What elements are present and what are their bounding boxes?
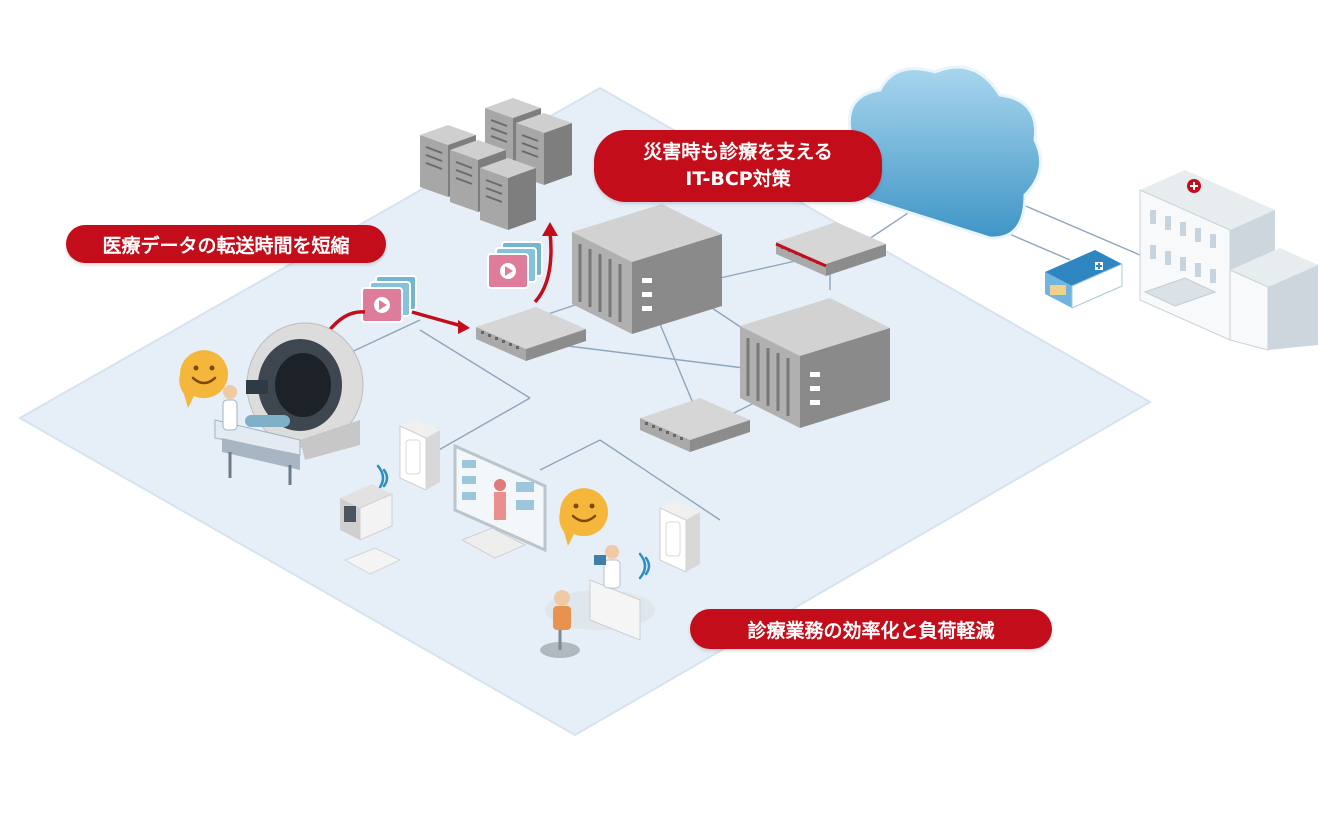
wifi-access-point-icon xyxy=(399,417,441,491)
it-bcp-text-line2: IT-BCP対策 xyxy=(685,168,791,190)
efficiency-label: 診療業務の効率化と負荷軽減 xyxy=(690,609,1052,649)
clinic-icon xyxy=(1045,250,1123,309)
wifi-access-point-icon-2 xyxy=(659,499,701,573)
video-file-icon-2 xyxy=(487,241,543,289)
transfer-time-text: 医療データの転送時間を短縮 xyxy=(102,234,350,257)
video-file-icon xyxy=(361,275,417,323)
hospital-icon xyxy=(1139,170,1318,351)
cloud-icon xyxy=(841,65,1043,240)
mri-scanner-icon xyxy=(214,322,364,485)
it-bcp-text-line1: 災害時も診療を支える xyxy=(643,141,833,163)
efficiency-text: 診療業務の効率化と負荷軽減 xyxy=(747,619,995,642)
transfer-time-label: 医療データの転送時間を短縮 xyxy=(66,225,386,263)
it-bcp-label: 災害時も診療を支える IT-BCP対策 xyxy=(594,130,882,202)
monitor-icon xyxy=(453,443,547,559)
firewall-icon xyxy=(775,222,886,276)
medical-terminal-icon xyxy=(340,484,402,575)
doctor-patient-icon xyxy=(540,545,655,658)
